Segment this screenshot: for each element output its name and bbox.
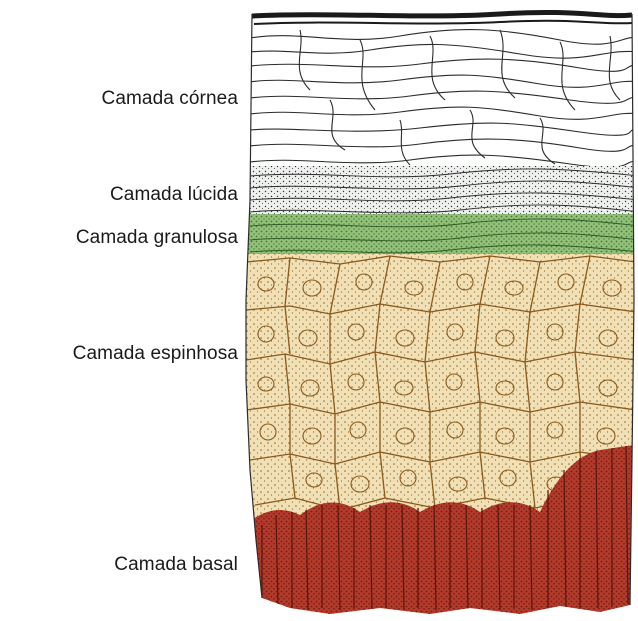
- layer-cornea-region: [240, 10, 638, 170]
- surface-edge: [252, 12, 632, 16]
